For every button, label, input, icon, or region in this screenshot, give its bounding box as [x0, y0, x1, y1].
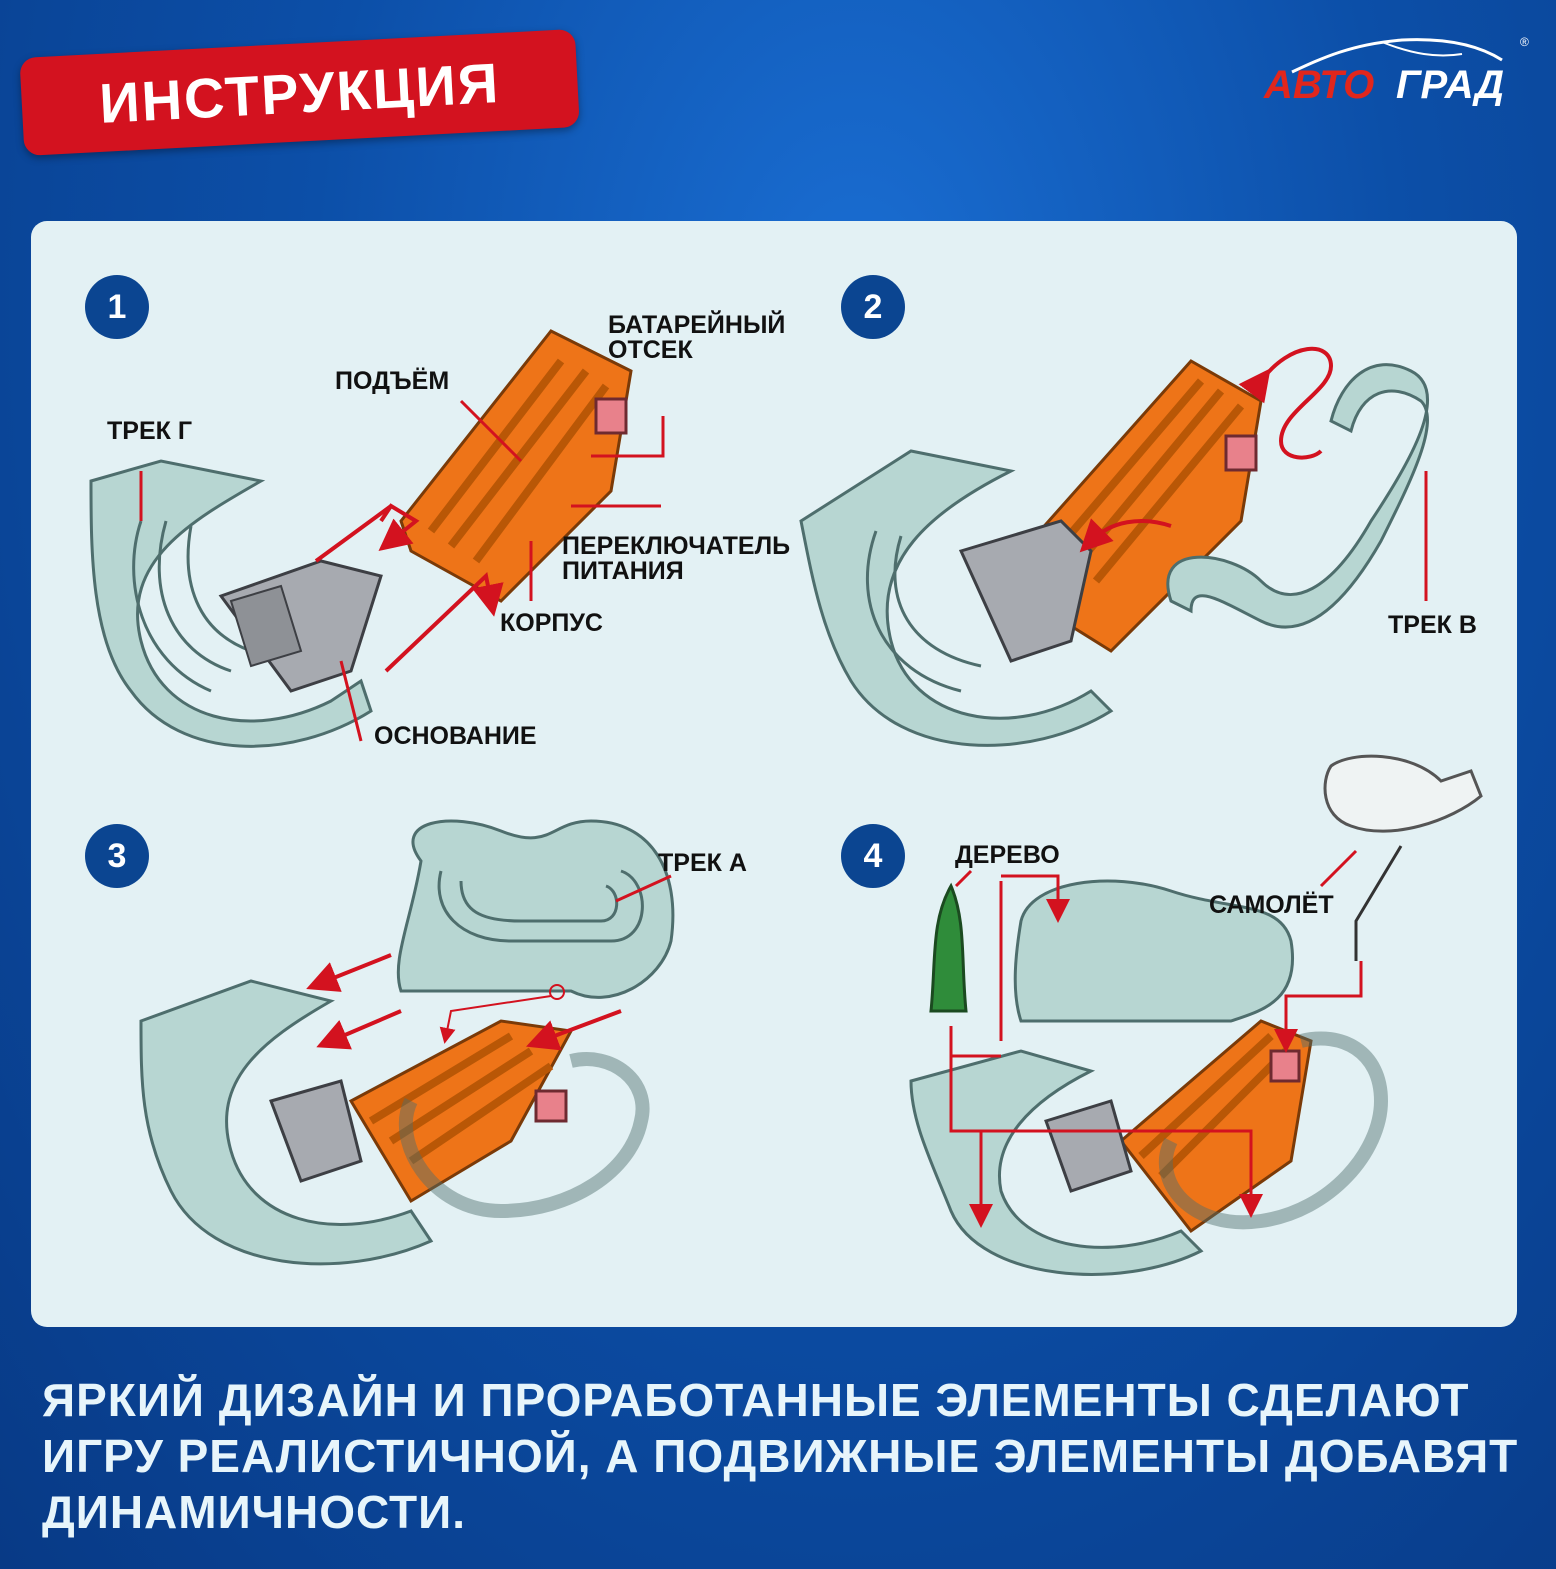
step-1-badge: 1: [85, 275, 149, 339]
brand-logo: ® АВТО ГРАД: [1263, 35, 1529, 107]
step4-illustration: [909, 754, 1483, 1276]
logo-registered: ®: [1520, 35, 1529, 49]
label-track-v: ТРЕК В: [1388, 611, 1477, 639]
label-battery-compartment: БАТАРЕЙНЫЙ ОТСЕК: [608, 311, 786, 364]
label-body: КОРПУС: [500, 609, 603, 637]
page-title: ИНСТРУКЦИЯ: [97, 50, 502, 135]
instruction-panel: 1 2 3 4 БАТАРЕЙНЫЙ ОТСЕК ПОДЪЁМ ТРЕК Г П…: [31, 221, 1517, 1327]
label-tree: ДЕРЕВО: [955, 841, 1060, 869]
label-track-g: ТРЕК Г: [107, 417, 192, 445]
label-plane: САМОЛЁТ: [1209, 891, 1334, 919]
title-banner: ИНСТРУКЦИЯ: [19, 28, 580, 156]
step-2-badge: 2: [841, 275, 905, 339]
track-a-shape: [396, 819, 675, 999]
caption-text: ЯРКИЙ ДИЗАЙН И ПРОРАБОТАННЫЕ ЭЛЕМЕНТЫ СД…: [42, 1374, 1519, 1538]
step2-illustration: [799, 346, 1429, 747]
plane-shape: [1323, 754, 1483, 833]
label-power-switch: ПЕРЕКЛЮЧАТЕЛЬ ПИТАНИЯ: [562, 532, 791, 585]
label-lift: ПОДЪЁМ: [335, 367, 450, 395]
track-g-shape: [89, 459, 373, 748]
label-track-a: ТРЕК А: [658, 849, 747, 877]
label-base: ОСНОВАНИЕ: [374, 722, 537, 750]
step-4-badge: 4: [841, 824, 905, 888]
instruction-illustrations: [89, 329, 1483, 1276]
track-v-shape: [1166, 363, 1429, 629]
logo-car-outline-icon: [1291, 38, 1503, 74]
step1-illustration: [89, 329, 665, 748]
tree-shape: [929, 882, 968, 1013]
step3-illustration: [139, 819, 675, 1266]
logo-text-red: АВТО: [1263, 63, 1374, 107]
logo-text-white: ГРАД: [1396, 63, 1504, 107]
step-3-badge: 3: [85, 824, 149, 888]
